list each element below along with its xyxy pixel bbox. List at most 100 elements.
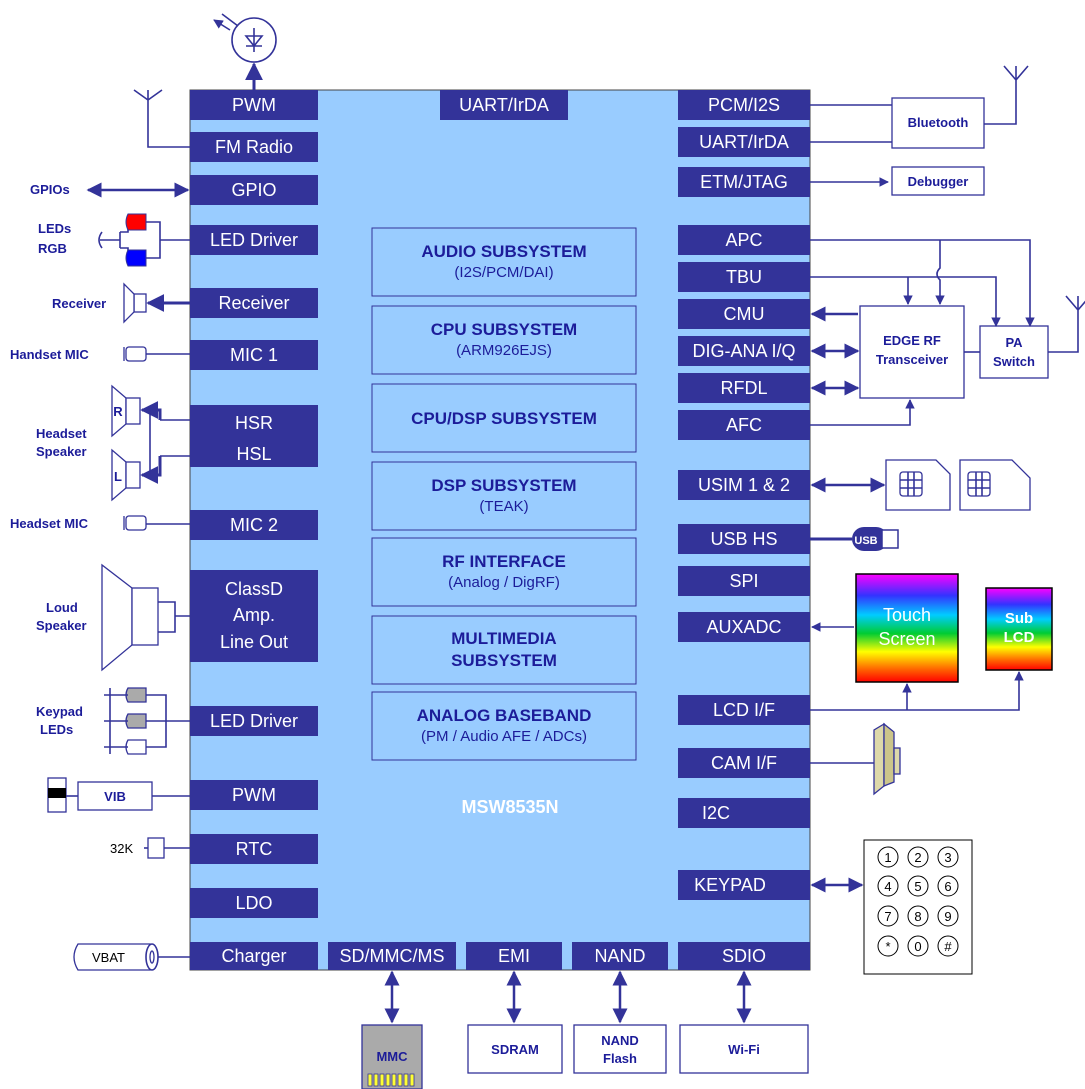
port-afc: AFC: [726, 415, 762, 435]
wifi-label: Wi-Fi: [728, 1042, 760, 1057]
port-led-driver: LED Driver: [210, 230, 298, 250]
audio-subsystem-sub: (I2S/PCM/DAI): [454, 264, 553, 281]
label-headset: Headset: [36, 426, 87, 441]
sdram-box: [467, 1024, 563, 1074]
label-loud: Loud: [46, 600, 78, 615]
loud-speaker-icon: [101, 563, 190, 672]
port-spi: SPI: [729, 571, 758, 591]
rf-interface: RF INTERFACE: [442, 552, 566, 571]
audio-subsystem: AUDIO SUBSYSTEM: [421, 242, 586, 261]
port-classd: ClassD: [225, 579, 283, 599]
lcd-wires: [810, 671, 1024, 711]
edge-rf-box: [859, 305, 965, 399]
port-amp: Amp.: [233, 605, 275, 625]
edge-rf-label: EDGE RF: [883, 333, 941, 348]
bluetooth-label: Bluetooth: [908, 115, 969, 130]
key-4: 4: [884, 879, 891, 894]
port-hsl: HSL: [236, 444, 271, 464]
port-apc: APC: [725, 230, 762, 250]
bluetooth-box: [891, 97, 985, 149]
vib-label: VIB: [104, 789, 126, 804]
key-6: 6: [944, 879, 951, 894]
port-line-out: Line Out: [220, 632, 288, 652]
label-rgb: RGB: [38, 241, 67, 256]
label-speaker: Speaker: [36, 444, 87, 459]
key-0: 0: [914, 939, 921, 954]
port-usim: USIM 1 & 2: [698, 475, 790, 495]
label-keypad: Keypad: [36, 704, 83, 719]
usb-label: USB: [854, 535, 877, 547]
port-etm-jtag: ETM/JTAG: [700, 172, 788, 192]
label-headset-mic: Headset MIC: [10, 516, 89, 531]
sub-label: Sub: [1005, 610, 1033, 627]
port-pwm-2: PWM: [232, 785, 276, 805]
fm-antenna-icon: [133, 89, 190, 148]
port-gpio: GPIO: [231, 180, 276, 200]
touch-screen-label: Screen: [878, 629, 935, 649]
label-receiver: Receiver: [52, 296, 106, 311]
port-keypad: KEYPAD: [694, 875, 766, 895]
port-fm-radio: FM Radio: [215, 137, 293, 157]
multimedia-subsystem: MULTIMEDIA: [451, 629, 556, 648]
touch-label: Touch: [883, 605, 931, 625]
port-sd-mmc-ms: SD/MMC/MS: [340, 946, 445, 966]
port-uart-irda-top: UART/IrDA: [459, 95, 549, 115]
sub-lcd-label: LCD: [1004, 629, 1035, 646]
label-loud-speaker: Speaker: [36, 618, 87, 633]
battery-icon: [73, 943, 190, 971]
port-ldo: LDO: [235, 893, 272, 913]
camera-icon: [810, 722, 901, 796]
debugger-label: Debugger: [908, 174, 969, 189]
key-hash: #: [944, 939, 952, 954]
port-tbu: TBU: [726, 267, 762, 287]
led-photo-icon: [214, 14, 277, 90]
label-handset-mic: Handset MIC: [10, 347, 89, 362]
port-dig-ana-iq: DIG-ANA I/Q: [692, 341, 795, 361]
key-5: 5: [914, 879, 921, 894]
hs-l-label: L: [114, 469, 122, 484]
left-ports: PWM FM Radio GPIO LED Driver Receiver MI…: [190, 90, 318, 970]
port-cmu: CMU: [724, 304, 765, 324]
dsp-subsystem-sub: (TEAK): [479, 498, 528, 515]
cpu-dsp-subsystem: CPU/DSP SUBSYSTEM: [411, 409, 597, 428]
sim-card-icon: [810, 459, 1031, 511]
handset-mic-icon: [123, 346, 190, 362]
key-7: 7: [884, 909, 891, 924]
label-keypad-leds: LEDs: [40, 722, 73, 737]
port-hsr: HSR: [235, 413, 273, 433]
chip-name: MSW8535N: [461, 797, 558, 817]
debugger-box: [891, 166, 985, 196]
port-rtc: RTC: [236, 839, 273, 859]
port-rfdl: RFDL: [720, 378, 767, 398]
flash-label: Flash: [603, 1051, 637, 1066]
port-pwm: PWM: [232, 95, 276, 115]
key-9: 9: [944, 909, 951, 924]
key-3: 3: [944, 850, 951, 865]
port-i2c: I2C: [702, 803, 730, 823]
port-cam-if: CAM I/F: [711, 753, 777, 773]
port-nand: NAND: [594, 946, 645, 966]
vibrator-icon: [47, 777, 190, 813]
sub-lcd: [985, 587, 1053, 671]
sdram-label: SDRAM: [491, 1042, 539, 1057]
battery-label: VBAT: [92, 950, 125, 965]
headset-speaker-icon: R L: [111, 384, 190, 502]
port-pcm-i2s: PCM/I2S: [708, 95, 780, 115]
usb-icon: [810, 527, 899, 551]
key-8: 8: [914, 909, 921, 924]
keypad-leds-icon: [104, 687, 190, 755]
hs-r-label: R: [113, 404, 123, 419]
port-usb-hs: USB HS: [710, 529, 777, 549]
analog-baseband-sub: (PM / Audio AFE / ADCs): [421, 728, 587, 745]
port-sdio: SDIO: [722, 946, 766, 966]
pa-label: PA: [1005, 335, 1023, 350]
crystal-label: 32K: [110, 841, 133, 856]
port-led-driver-2: LED Driver: [210, 711, 298, 731]
subsystems: AUDIO SUBSYSTEM (I2S/PCM/DAI) CPU SUBSYS…: [371, 227, 637, 761]
dsp-subsystem: DSP SUBSYSTEM: [431, 476, 576, 495]
label-leds: LEDs: [38, 221, 71, 236]
multimedia-subsystem-2: SUBSYSTEM: [451, 651, 557, 670]
label-gpios: GPIOs: [30, 182, 70, 197]
nand-flash-box: [573, 1024, 667, 1074]
